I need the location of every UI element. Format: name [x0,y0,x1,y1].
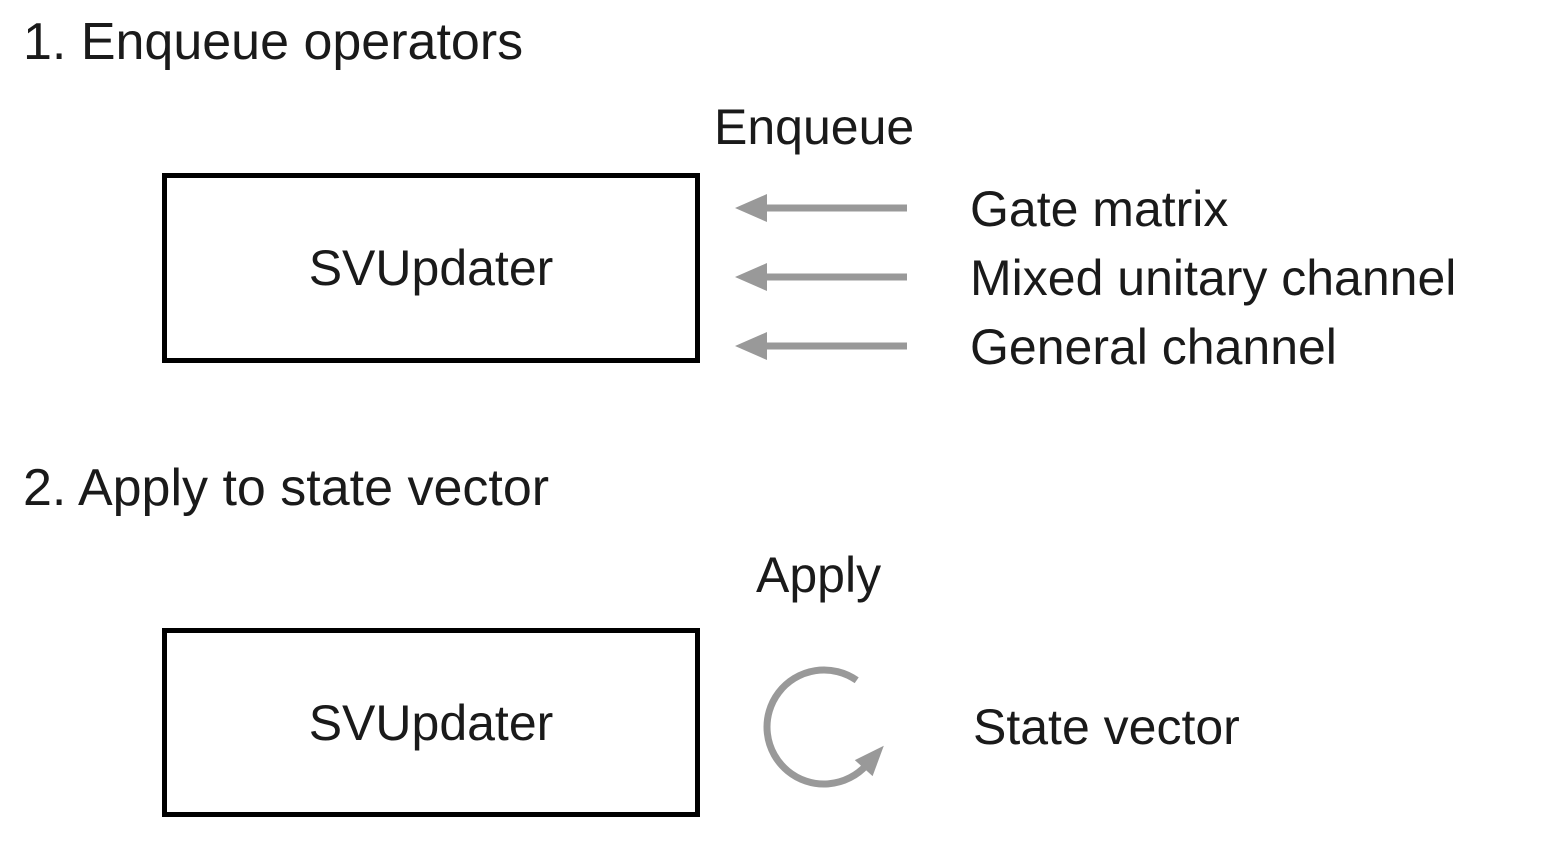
apply-action-label: Apply [756,547,882,603]
input-label-mixed-unitary-channel: Mixed unitary channel [970,250,1457,306]
circular-arrow-icon [763,666,884,788]
svupdater-box-step2-label: SVUpdater [308,694,554,751]
svupdater-box-step2: SVUpdater [162,628,700,817]
step1-heading: 1. Enqueue operators [23,13,524,71]
left-arrow-icon [735,194,907,222]
svupdater-box-step1: SVUpdater [162,173,700,363]
input-label-general-channel: General channel [970,319,1337,375]
left-arrow-icon [735,263,907,291]
left-arrow-icon [735,332,907,360]
svupdater-box-step1-label: SVUpdater [308,240,554,296]
enqueue-action-label: Enqueue [714,99,915,155]
step2-heading: 2. Apply to state vector [23,459,550,517]
input-label-gate-matrix: Gate matrix [970,181,1229,237]
state-vector-label: State vector [973,699,1240,755]
